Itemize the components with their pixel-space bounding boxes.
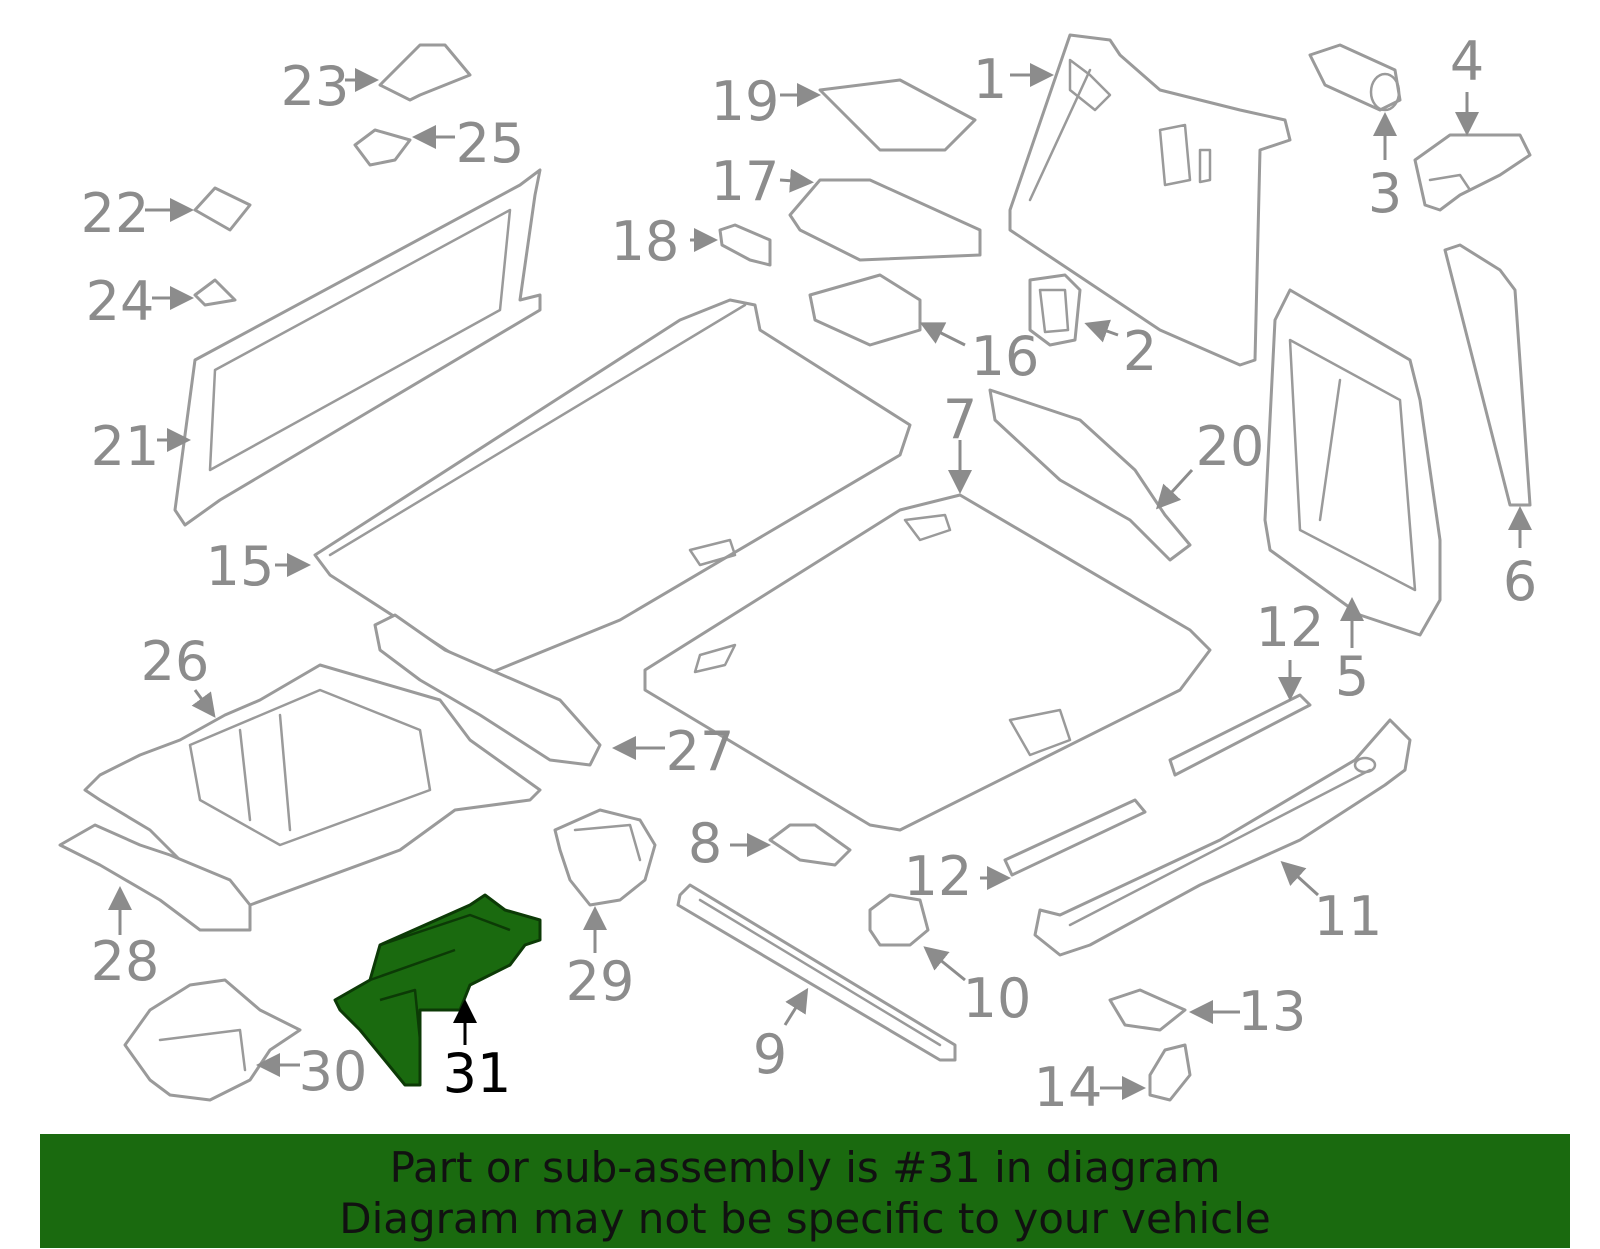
part-25-clip: [353, 128, 412, 167]
part-6-strip: [1443, 243, 1532, 507]
callout-26: 26: [141, 630, 210, 693]
banner-line-2: Diagram may not be specific to your vehi…: [339, 1194, 1271, 1243]
part-21-partition-net: [173, 168, 542, 527]
callout-15: 15: [206, 535, 275, 598]
part-3-socket: [1308, 43, 1402, 112]
callout-labels: 1 2 3 4 5 6 7 8 9 10 11 12 12 13 14 15 1…: [81, 30, 1538, 1119]
callout-18: 18: [611, 210, 680, 273]
callout-2: 2: [1123, 320, 1157, 383]
callout-10: 10: [963, 967, 1032, 1030]
part-8-hook: [768, 823, 852, 867]
callout-4: 4: [1450, 30, 1484, 93]
part-4-bracket: [1413, 133, 1532, 212]
part-11-sill: [1033, 718, 1412, 957]
callout-17: 17: [711, 150, 780, 213]
part-9-rail: [676, 883, 957, 1062]
callout-24: 24: [86, 270, 155, 333]
part-12-scuff-plate-a: [1168, 693, 1312, 777]
part-30-bin: [123, 978, 302, 1102]
part-20-rail: [988, 388, 1192, 562]
part-17-bracket: [788, 178, 982, 262]
part-13-clip: [1108, 988, 1187, 1032]
callout-16: 16: [971, 325, 1040, 388]
callout-23: 23: [281, 55, 350, 118]
callout-6: 6: [1503, 550, 1537, 613]
part-27-bracket: [373, 613, 602, 767]
part-19-tray: [818, 78, 977, 152]
callout-29: 29: [566, 950, 635, 1013]
part-31-highlighted: [333, 893, 542, 1087]
callout-3: 3: [1368, 162, 1402, 225]
callout-1: 1: [973, 48, 1007, 111]
callout-30: 30: [299, 1040, 368, 1103]
part-2-handle-cover: [1028, 273, 1082, 347]
leader-lines: [108, 63, 1532, 1100]
callout-27: 27: [666, 720, 735, 783]
callout-7: 7: [943, 388, 977, 451]
part-28-bracket: [58, 823, 252, 932]
part-12-scuff-plate-b: [1003, 798, 1147, 877]
callout-28: 28: [91, 930, 160, 993]
info-banner: Part or sub-assembly is #31 in diagram D…: [40, 1134, 1570, 1248]
callout-20: 20: [1196, 415, 1265, 478]
callout-22: 22: [81, 182, 150, 245]
callout-25: 25: [456, 112, 525, 175]
part-18-clip: [718, 223, 772, 267]
part-23-bracket: [378, 43, 472, 102]
part-22-clip: [193, 186, 252, 232]
part-1-side-panel: [1008, 33, 1292, 367]
callout-14: 14: [1034, 1056, 1103, 1119]
callout-12-b: 12: [904, 845, 973, 908]
callout-12-a: 12: [1256, 596, 1325, 659]
callout-5: 5: [1335, 645, 1369, 708]
callout-13: 13: [1238, 980, 1307, 1043]
callout-9: 9: [753, 1023, 787, 1086]
part-24-clip: [193, 278, 237, 307]
part-10-cup: [868, 893, 930, 947]
callout-11: 11: [1314, 885, 1383, 948]
callout-8: 8: [688, 812, 722, 875]
callout-21: 21: [91, 415, 160, 478]
part-14-tie-down: [1148, 1043, 1192, 1102]
callout-19: 19: [711, 70, 780, 133]
part-16-bracket: [808, 273, 922, 347]
part-7-floor-panel: [643, 493, 1212, 832]
part-5-trim-panel: [1263, 288, 1442, 637]
banner-line-1: Part or sub-assembly is #31 in diagram: [389, 1143, 1221, 1192]
part-29-bin: [553, 808, 657, 907]
callout-31: 31: [443, 1042, 512, 1105]
